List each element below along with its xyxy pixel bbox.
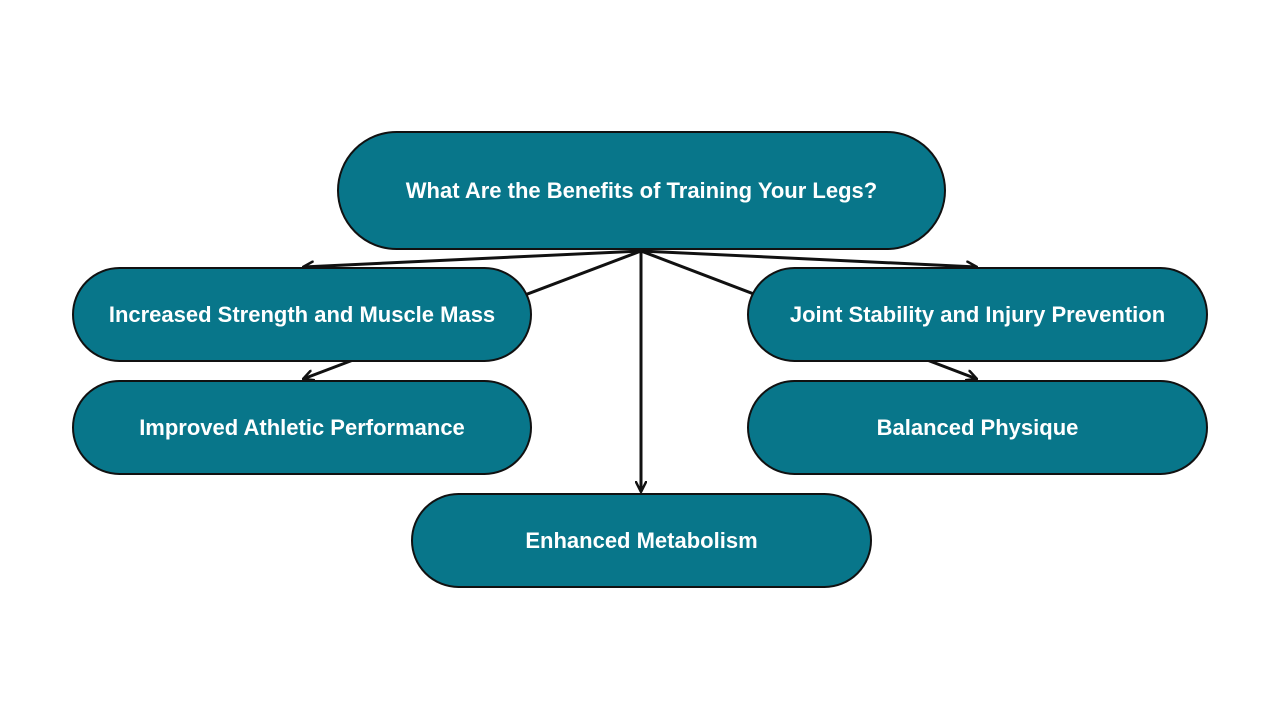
benefit-node-strength: Increased Strength and Muscle Mass bbox=[72, 267, 532, 362]
connector-root-joint bbox=[640, 249, 977, 267]
benefit-label-metabolism: Enhanced Metabolism bbox=[525, 527, 758, 553]
benefit-label-athletic: Improved Athletic Performance bbox=[139, 414, 465, 440]
benefit-node-metabolism: Enhanced Metabolism bbox=[411, 493, 872, 588]
root-question-node: What Are the Benefits of Training Your L… bbox=[337, 131, 946, 250]
connector-root-strength bbox=[303, 249, 642, 267]
benefit-node-physique: Balanced Physique bbox=[747, 380, 1208, 475]
root-question-label: What Are the Benefits of Training Your L… bbox=[405, 177, 878, 203]
benefit-label-strength: Increased Strength and Muscle Mass bbox=[108, 301, 496, 327]
benefit-label-joint: Joint Stability and Injury Prevention bbox=[789, 301, 1166, 327]
benefit-node-joint: Joint Stability and Injury Prevention bbox=[747, 267, 1208, 362]
benefit-node-athletic: Improved Athletic Performance bbox=[72, 380, 532, 475]
benefit-label-physique: Balanced Physique bbox=[876, 414, 1079, 440]
